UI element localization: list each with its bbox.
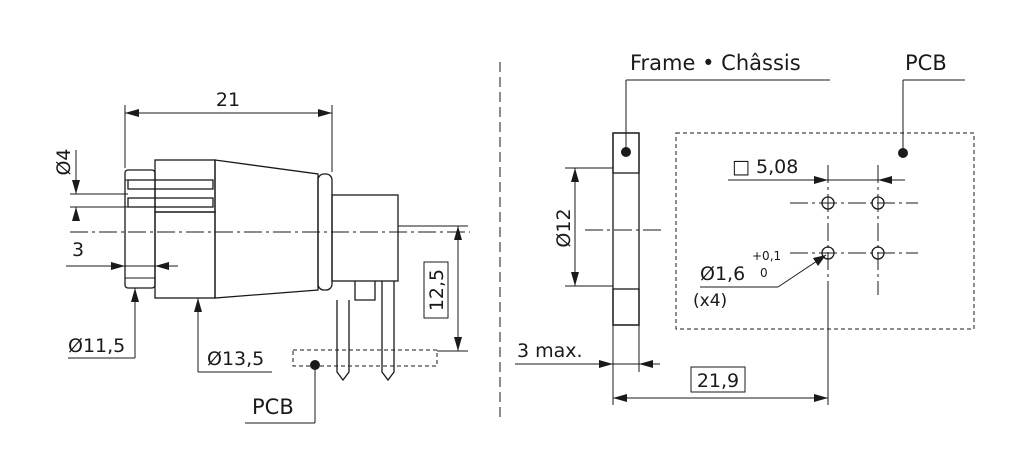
dim-hole-tol-upper: +0,1 xyxy=(752,249,781,263)
dim-hole-count: (x4) xyxy=(693,291,727,311)
right-pcb-label: PCB xyxy=(905,51,947,75)
dim-hole-tol-lower: 0 xyxy=(760,266,768,280)
pcb-hole xyxy=(871,246,885,260)
dim-frame-thickness-label: 3 max. xyxy=(517,340,583,362)
dim-nut-diameter-label: Ø13,5 xyxy=(207,348,264,370)
dim-height-label: 12,5 xyxy=(426,269,448,311)
dim-distance-label: 21,9 xyxy=(697,370,739,392)
dim-pitch-label: □ 5,08 xyxy=(732,156,798,178)
pcb-hole xyxy=(871,196,885,210)
frame-label: Frame • Châssis xyxy=(630,51,801,75)
dim-offset-label: 3 xyxy=(72,239,84,261)
mounting-layout-view: Frame • Châssis Ø12 PCB □ 5,08 xyxy=(515,51,975,405)
pcb-hole xyxy=(821,196,835,210)
left-pcb-label: PCB xyxy=(252,395,294,419)
dim-small-diameter-label: Ø4 xyxy=(53,148,75,175)
connector-side-view: 21 Ø4 3 Ø11,5 Ø13,5 12,5 xyxy=(53,89,470,424)
dim-length-label: 21 xyxy=(216,89,240,111)
pcb-hole xyxy=(821,246,835,260)
dim-body-diameter-label: Ø11,5 xyxy=(68,335,125,357)
dim-panel-hole-label: Ø12 xyxy=(553,208,575,247)
dim-hole-label: Ø1,6 xyxy=(700,263,745,285)
